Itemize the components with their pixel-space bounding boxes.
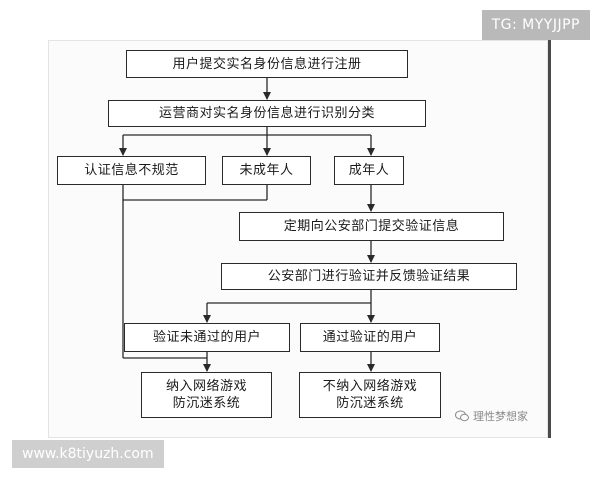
node-register: 用户提交实名身份信息进行注册 [126,50,408,78]
watermark-top-right: TG: MYYJJPP [481,10,590,40]
node-minor: 未成年人 [222,156,311,185]
watermark-bottom-left: www.k8tiyuzh.com [12,440,164,468]
node-exclude: 不纳入网络游戏 防沉迷系统 [299,372,441,418]
node-submit-police: 定期向公安部门提交验证信息 [239,212,504,241]
node-not-passed: 验证未通过的用户 [124,323,290,352]
node-include: 纳入网络游戏 防沉迷系统 [141,372,272,418]
wechat-icon [455,410,469,422]
node-police-verify: 公安部门进行验证并反馈验证结果 [221,263,517,290]
node-passed: 通过验证的用户 [300,323,440,352]
node-irregular: 认证信息不规范 [57,156,206,185]
node-adult: 成年人 [334,156,404,185]
node-identify: 运营商对实名身份信息进行识别分类 [108,100,426,127]
watermark-logo: 理性梦想家 [455,408,528,424]
watermark-logo-text: 理性梦想家 [473,410,528,423]
